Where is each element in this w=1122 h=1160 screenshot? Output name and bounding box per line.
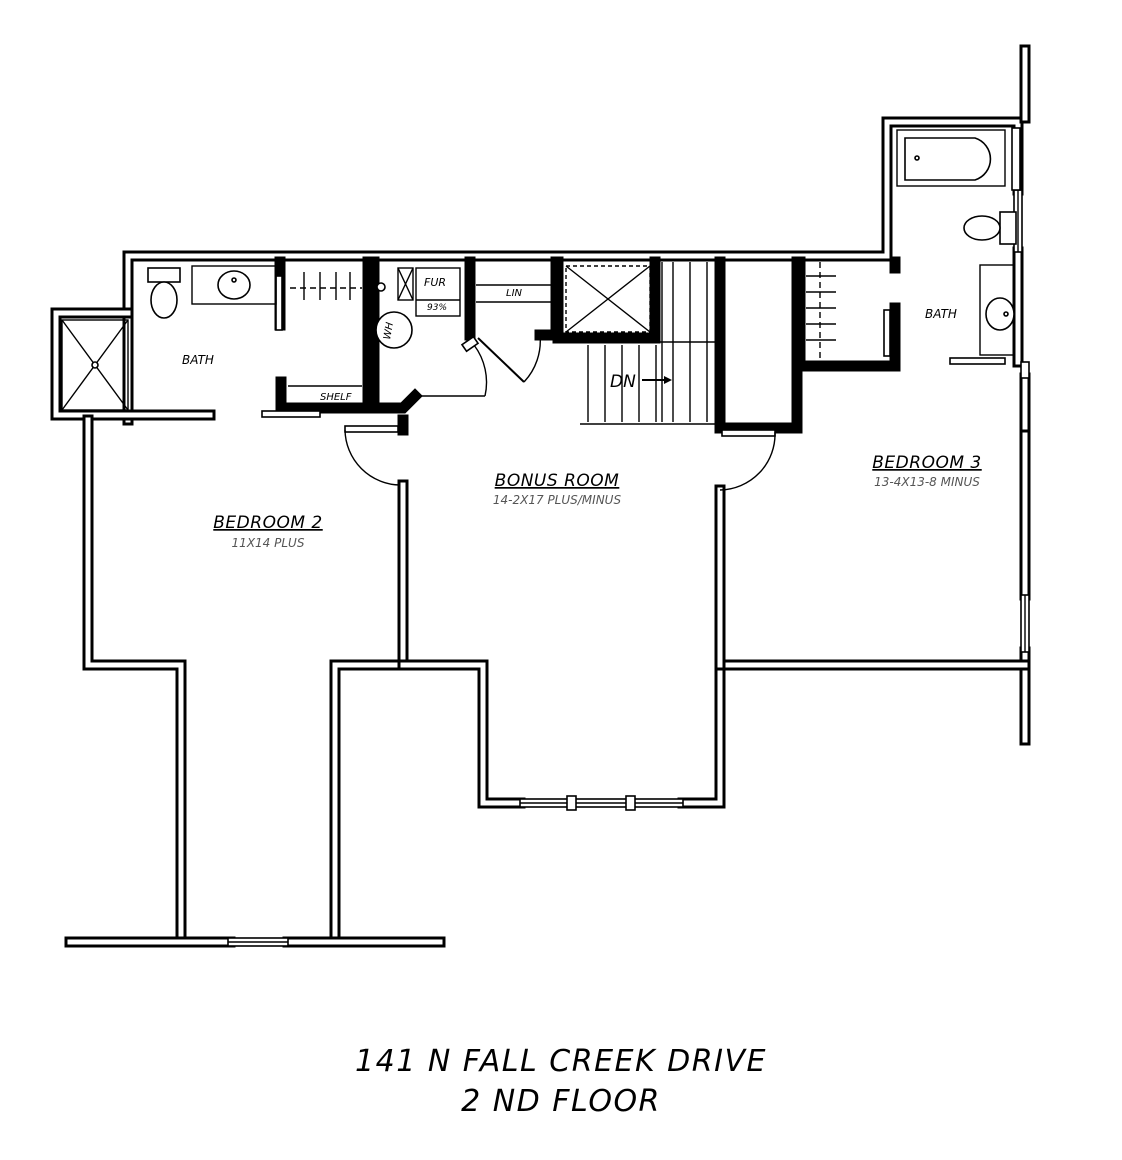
- exterior-walls: [50, 44, 1031, 948]
- shower-stall: [61, 319, 129, 411]
- bedroom-3-dimensions: 13-4X13-8 MINUS: [874, 475, 980, 489]
- bedroom-3-label: BEDROOM 3: [872, 453, 981, 473]
- bedroom-2-dimensions: 11X14 PLUS: [232, 536, 305, 550]
- bonus-room-dimensions: 14-2X17 PLUS/MINUS: [493, 493, 622, 507]
- plan-address: 141 N FALL CREEK DRIVE: [355, 1044, 767, 1079]
- staircase: [580, 262, 718, 425]
- plan-floor: 2 ND FLOOR: [461, 1084, 661, 1119]
- toilet-right: [963, 211, 1017, 245]
- water-heater-label: WH: [382, 321, 396, 341]
- furnace-efficiency-label: 93%: [427, 303, 447, 313]
- closet-rod-right: [806, 262, 836, 362]
- windows: [227, 127, 1030, 947]
- mechanical-room: [375, 267, 461, 349]
- vanity-left: [191, 265, 277, 305]
- doors: [261, 275, 1006, 491]
- stair-down-label: DN: [610, 372, 636, 392]
- room-labels: BATH BEDROOM 2 11X14 PLUS BONUS ROOM 14-…: [182, 276, 981, 550]
- bath-right-label: BATH: [925, 307, 957, 321]
- shelf-label: SHELF: [320, 392, 352, 403]
- toilet-left: [147, 267, 181, 319]
- furnace-label: FUR: [424, 276, 446, 289]
- bedroom-2-label: BEDROOM 2: [213, 513, 322, 533]
- closet-rod-left: [288, 272, 362, 387]
- bath-left-label: BATH: [182, 353, 214, 367]
- fixtures: [61, 129, 1017, 425]
- linen-label: LIN: [506, 288, 523, 299]
- vanity-right: [979, 264, 1015, 356]
- bathtub: [896, 129, 1006, 187]
- chase-box: [565, 265, 651, 333]
- bonus-room-label: BONUS ROOM: [495, 471, 620, 491]
